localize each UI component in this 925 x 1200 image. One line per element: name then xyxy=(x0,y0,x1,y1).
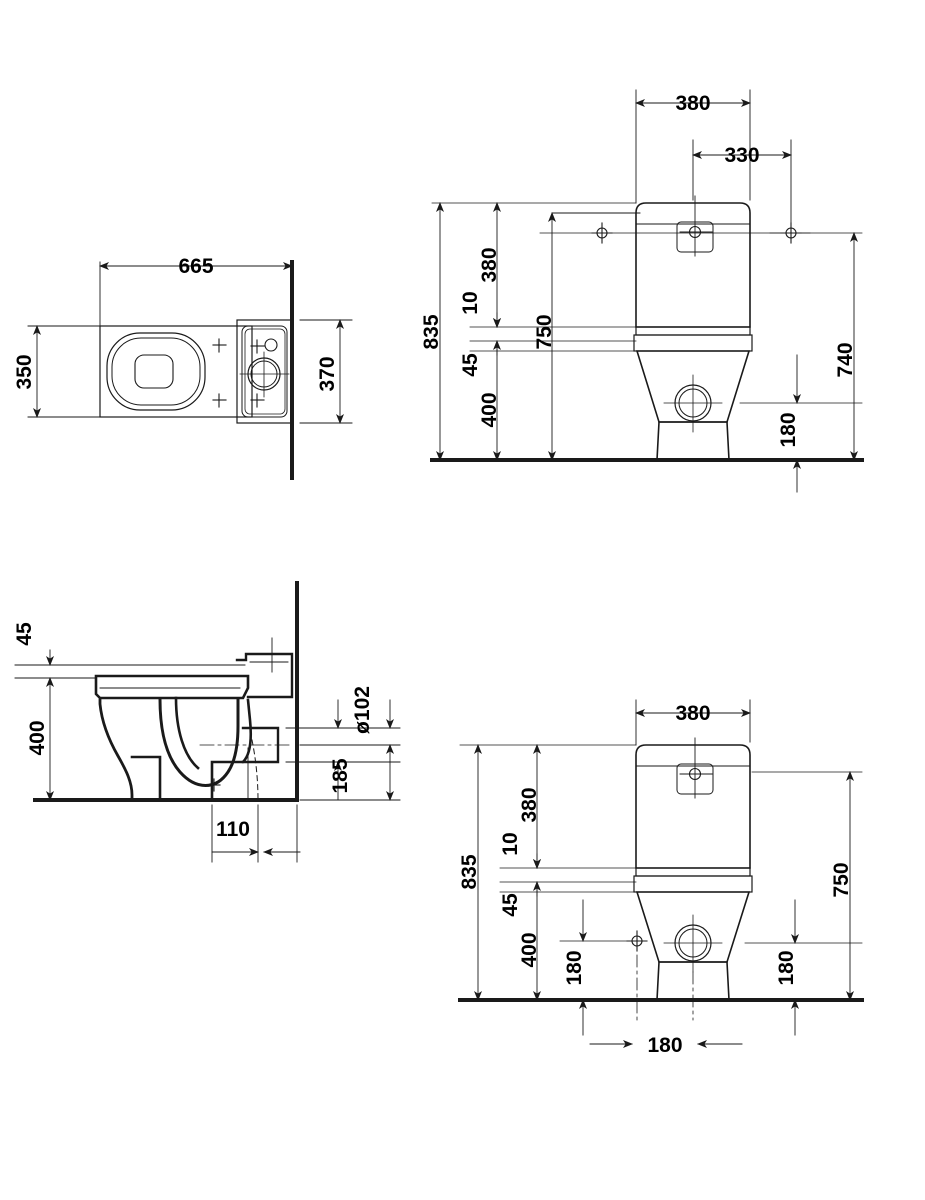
plan-bolt-hole xyxy=(264,338,278,352)
br-label-45: 45 xyxy=(499,893,522,917)
tr-outlet-centre-cross xyxy=(663,374,723,433)
side-label-400: 400 xyxy=(26,720,49,755)
plan-seat-ring-outer xyxy=(106,332,206,411)
tr-label-750: 750 xyxy=(533,314,556,349)
br-label-180-bottom: 180 xyxy=(647,1034,682,1057)
tr-label-10: 10 xyxy=(459,291,482,314)
side-bowl-outer xyxy=(98,698,134,802)
tr-dim-750 xyxy=(548,212,641,461)
tr-label-740: 740 xyxy=(834,342,857,377)
side-fixing-mark xyxy=(207,778,221,792)
plan-label-350: 350 xyxy=(13,354,36,389)
plan-label-370: 370 xyxy=(316,356,339,391)
tr-joint-band-2 xyxy=(633,334,753,352)
front-elevation-bottom-view xyxy=(458,699,864,1048)
front-elevation-top-view xyxy=(430,89,864,493)
side-label-45: 45 xyxy=(13,622,36,646)
plan-dim-665 xyxy=(99,261,293,327)
side-outlet-dashed xyxy=(251,739,259,801)
tr-label-835: 835 xyxy=(420,314,443,349)
plan-bowl-opening xyxy=(134,354,174,389)
side-dim-110 xyxy=(211,804,301,863)
br-label-835: 835 xyxy=(458,854,481,889)
plan-dim-370 xyxy=(299,319,353,424)
br-flush-button xyxy=(688,767,702,781)
tr-label-400: 400 xyxy=(478,392,501,427)
tr-label-180: 180 xyxy=(777,412,800,447)
side-dim-185 xyxy=(299,744,401,801)
tr-dim-330-h xyxy=(692,139,792,223)
plan-cistern-inner2 xyxy=(244,328,286,415)
plan-view xyxy=(27,260,353,480)
side-dim-45 xyxy=(14,649,246,679)
tr-dim-380-h xyxy=(635,89,751,204)
br-joint-band-2 xyxy=(633,875,753,893)
plan-dim-350 xyxy=(27,325,101,418)
br-dim-extension-lines xyxy=(459,744,863,944)
side-cistern-block xyxy=(235,652,294,699)
br-label-380-h: 380 xyxy=(675,702,710,725)
br-label-10: 10 xyxy=(499,832,522,855)
plan-label-665: 665 xyxy=(178,255,213,278)
plan-seat-ring-inner xyxy=(111,337,201,406)
plan-fixing-marks xyxy=(212,338,265,408)
tr-label-380-h: 380 xyxy=(675,92,710,115)
side-label-110: 110 xyxy=(216,818,250,841)
side-seat xyxy=(94,674,250,700)
br-label-400: 400 xyxy=(518,932,541,967)
side-label-185: 185 xyxy=(329,758,352,793)
br-pedestal xyxy=(656,961,730,1001)
tr-label-380-v: 380 xyxy=(478,247,501,282)
br-outlet-centre-cross xyxy=(663,914,723,973)
tr-label-330-h: 330 xyxy=(724,144,759,167)
side-trapway xyxy=(158,698,240,787)
side-elevation-view xyxy=(14,581,401,863)
tr-flush-button xyxy=(688,225,702,239)
br-cistern-body xyxy=(635,744,751,869)
plan-bowl-outline xyxy=(99,325,253,418)
side-trap-inner xyxy=(174,696,200,770)
tr-pedestal xyxy=(656,421,730,461)
br-label-750: 750 xyxy=(830,862,853,897)
br-joint-band-1 xyxy=(635,867,751,877)
br-label-180-left: 180 xyxy=(563,950,586,985)
plan-outlet-centre-cross xyxy=(239,351,290,398)
br-label-180-right: 180 xyxy=(775,950,798,985)
tr-joint-band-1 xyxy=(635,326,751,336)
side-label-dia102: ø102 xyxy=(351,686,374,734)
br-label-380-v: 380 xyxy=(518,787,541,822)
side-dim-dia102 xyxy=(285,699,401,763)
tr-cistern-body xyxy=(635,202,751,328)
br-dim-380-h xyxy=(635,699,751,746)
plan-cistern-inner xyxy=(241,325,288,418)
tr-label-45: 45 xyxy=(459,353,482,377)
plan-cistern-outline xyxy=(236,319,292,424)
side-bowl-front-skirt xyxy=(130,755,162,802)
